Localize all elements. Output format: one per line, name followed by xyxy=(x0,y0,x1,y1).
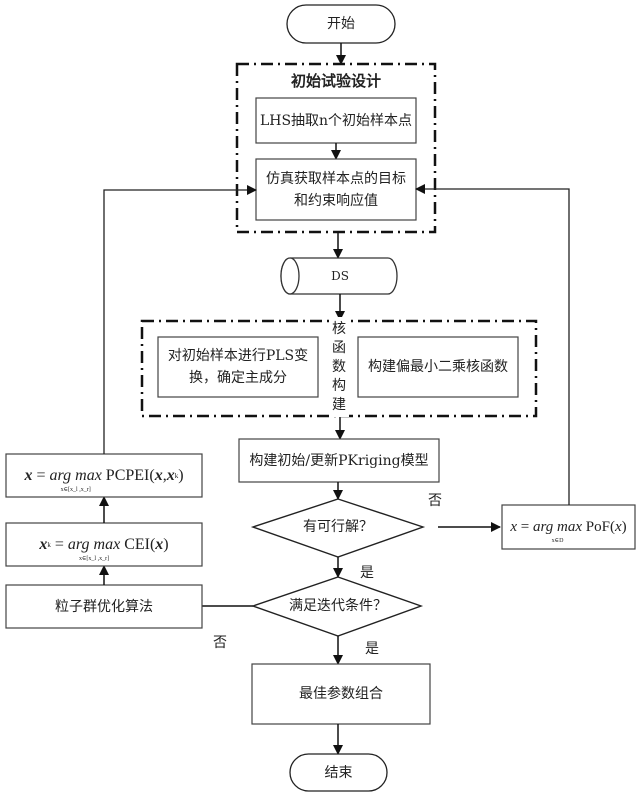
pcpei-fn: PCPEI( xyxy=(105,466,155,484)
pof-fn: PoF( xyxy=(585,519,615,535)
database-label: DS xyxy=(331,269,349,283)
lhs-sampling-box xyxy=(255,97,417,144)
cei-eq: = xyxy=(50,535,68,553)
pcpei-box xyxy=(5,453,203,498)
kernel-title-char: 构 xyxy=(332,377,346,394)
cei-domain: x∈[x_l ,x_r] xyxy=(78,555,110,562)
edge-label-feasible-no: 否 xyxy=(428,493,442,509)
lhs-sampling-label: LHS抽取n个初始样本点 xyxy=(256,98,416,143)
cei-box xyxy=(5,522,203,567)
cei-close: ) xyxy=(163,535,169,553)
init-design-group xyxy=(235,62,437,234)
kernel-title-char: 建 xyxy=(332,396,346,413)
kernel-title-char: 数 xyxy=(332,358,346,375)
build-kernel-box xyxy=(357,336,519,398)
pof-eq: = xyxy=(517,519,533,535)
edge-label-feasible-yes: 是 xyxy=(360,565,374,581)
pcpei-comma: , xyxy=(162,466,167,484)
pcpei-arg2-sub: k xyxy=(174,471,179,480)
arrow-pof-to-simulate xyxy=(415,184,570,505)
cei-fn: CEI( xyxy=(124,535,156,553)
best-params-box xyxy=(251,663,431,725)
best-params-label: 最佳参数组合 xyxy=(299,686,383,702)
edge-label-iteration-yes: 是 xyxy=(365,641,379,657)
build-model-box xyxy=(238,438,440,483)
database-cylinder xyxy=(280,257,398,295)
arrow-pcpei-to-simulate xyxy=(103,185,257,454)
pof-domain: x∈D xyxy=(551,538,564,544)
start-label: 开始 xyxy=(327,16,355,32)
pof-close: ) xyxy=(621,519,627,535)
end-label: 结束 xyxy=(324,764,353,781)
pcpei-lhs: x xyxy=(24,466,33,484)
pls-line-1: 对初始样本进行PLS变 xyxy=(167,348,309,364)
pcpei-operator: arg max xyxy=(49,466,102,484)
pcpei-close: ) xyxy=(178,466,184,484)
cei-argmax: arg max x∈[x_l ,x_r] xyxy=(67,534,121,562)
end-terminal xyxy=(289,753,388,792)
simulate-label: 仿真获取样本点的目标 和约束响应值 xyxy=(256,159,416,220)
pof-argmax: arg max x∈D xyxy=(533,516,583,544)
kernel-title-char: 函 xyxy=(332,339,346,356)
kernel-group-title: 核 函 数 构 建 xyxy=(329,317,349,417)
pcpei-argmax: arg max x∈[x_l ,x_r] xyxy=(49,465,102,493)
pof-operator: arg max xyxy=(533,519,583,535)
edge-label-iteration-no: 否 xyxy=(213,635,227,651)
build-model-label: 构建初始/更新PKriging模型 xyxy=(249,452,429,469)
cei-operator: arg max xyxy=(67,535,121,553)
kernel-title-char: 核 xyxy=(332,320,346,337)
simulate-line-2: 和约束响应值 xyxy=(294,192,378,209)
simulate-line-1: 仿真获取样本点的目标 xyxy=(266,170,406,187)
pls-transform-label: 对初始样本进行PLS变 换，确定主成分 xyxy=(158,337,318,397)
pcpei-arg2: x xyxy=(166,466,175,484)
iteration-decision-label: 满足迭代条件？ xyxy=(289,598,387,614)
pls-line-2: 换，确定主成分 xyxy=(189,370,287,386)
init-design-title: 初始试验设计 xyxy=(290,72,381,90)
pls-transform-box xyxy=(157,336,319,398)
pof-lhs: x xyxy=(510,519,518,535)
cei-arg: x xyxy=(155,535,164,553)
pof-arg: x xyxy=(614,519,622,535)
pof-box xyxy=(501,504,636,550)
feasible-decision-label: 有可行解？ xyxy=(303,519,373,535)
pcpei-domain: x∈[x_l ,x_r] xyxy=(60,486,91,493)
lhs-sampling-text: LHS抽取n个初始样本点 xyxy=(259,112,413,129)
pcpei-eq: = xyxy=(32,466,50,484)
cei-lhs: x xyxy=(39,535,48,553)
build-kernel-label: 构建偏最小二乘核函数 xyxy=(368,359,508,375)
pcpei-arg1: x xyxy=(154,466,163,484)
pso-label: 粒子群优化算法 xyxy=(55,598,153,615)
cei-lhs-sub: k xyxy=(47,540,51,549)
